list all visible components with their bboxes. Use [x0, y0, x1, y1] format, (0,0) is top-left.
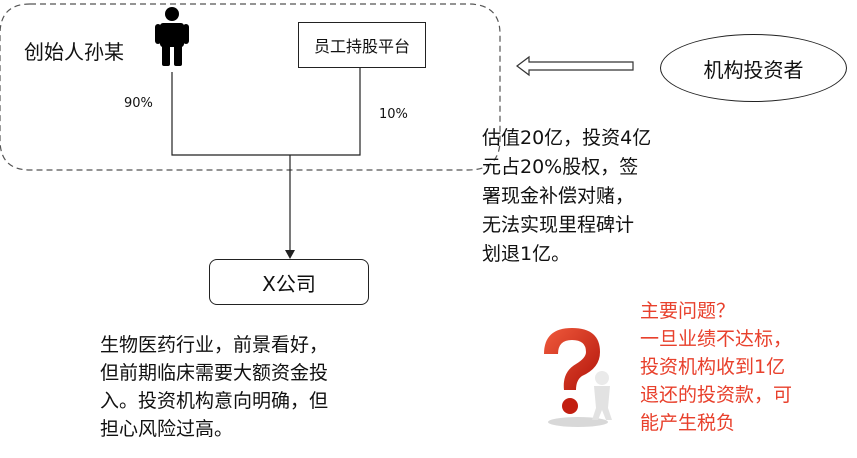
- industry-line: 生物医药行业，前景看好，: [100, 334, 329, 356]
- industry-line: 入。投资机构意向明确，但: [100, 390, 329, 412]
- issue-text: 主要问题？ 一旦业绩不达标， 投资机构收到1亿 退还的投资款，可 能产生税负: [640, 297, 792, 437]
- industry-description-text: 生物医药行业，前景看好， 但前期临床需要大额资金投 入。投资机构意向明确，但 担…: [100, 331, 328, 443]
- person-icon: [154, 6, 190, 70]
- founder-ownership-line: [171, 72, 290, 156]
- deal-line: 划退1亿。: [482, 243, 571, 265]
- deal-line: 元占20%股权，签: [482, 156, 639, 178]
- deal-terms-text: 估值20亿，投资4亿 元占20%股权，签 署现金补偿对赌， 无法实现里程碑计 划…: [482, 124, 651, 269]
- deal-line: 估值20亿，投资4亿: [482, 127, 652, 149]
- founder-share-pct: 90%: [124, 96, 153, 111]
- investor-label: 机构投资者: [703, 57, 804, 82]
- investment-arrow: [516, 55, 634, 77]
- deal-line: 署现金补偿对赌，: [482, 185, 635, 207]
- company-label: X公司: [262, 271, 316, 296]
- question-mark-icon: [536, 324, 620, 432]
- issue-line: 能产生税负: [640, 412, 736, 434]
- founder-label: 创始人孙某: [24, 40, 124, 64]
- issue-line: 投资机构收到1亿: [640, 356, 786, 378]
- industry-line: 担心风险过高。: [100, 418, 234, 440]
- issue-title: 主要问题？: [640, 300, 736, 322]
- esop-platform-box: 员工持股平台: [298, 22, 426, 68]
- company-box: X公司: [209, 259, 369, 305]
- deal-line: 无法实现里程碑计: [482, 214, 635, 236]
- issue-line: 退还的投资款，可: [640, 384, 793, 406]
- company-arrowhead: [285, 250, 295, 259]
- esop-share-pct: 10%: [379, 107, 408, 122]
- shareholder-group-boundary: [0, 3, 501, 171]
- esop-platform-label: 员工持股平台: [313, 37, 410, 56]
- issue-line: 一旦业绩不达标，: [640, 328, 793, 350]
- esop-ownership-line: [290, 68, 361, 156]
- investor-ellipse: 机构投资者: [660, 34, 847, 102]
- industry-line: 但前期临床需要大额资金投: [100, 362, 329, 384]
